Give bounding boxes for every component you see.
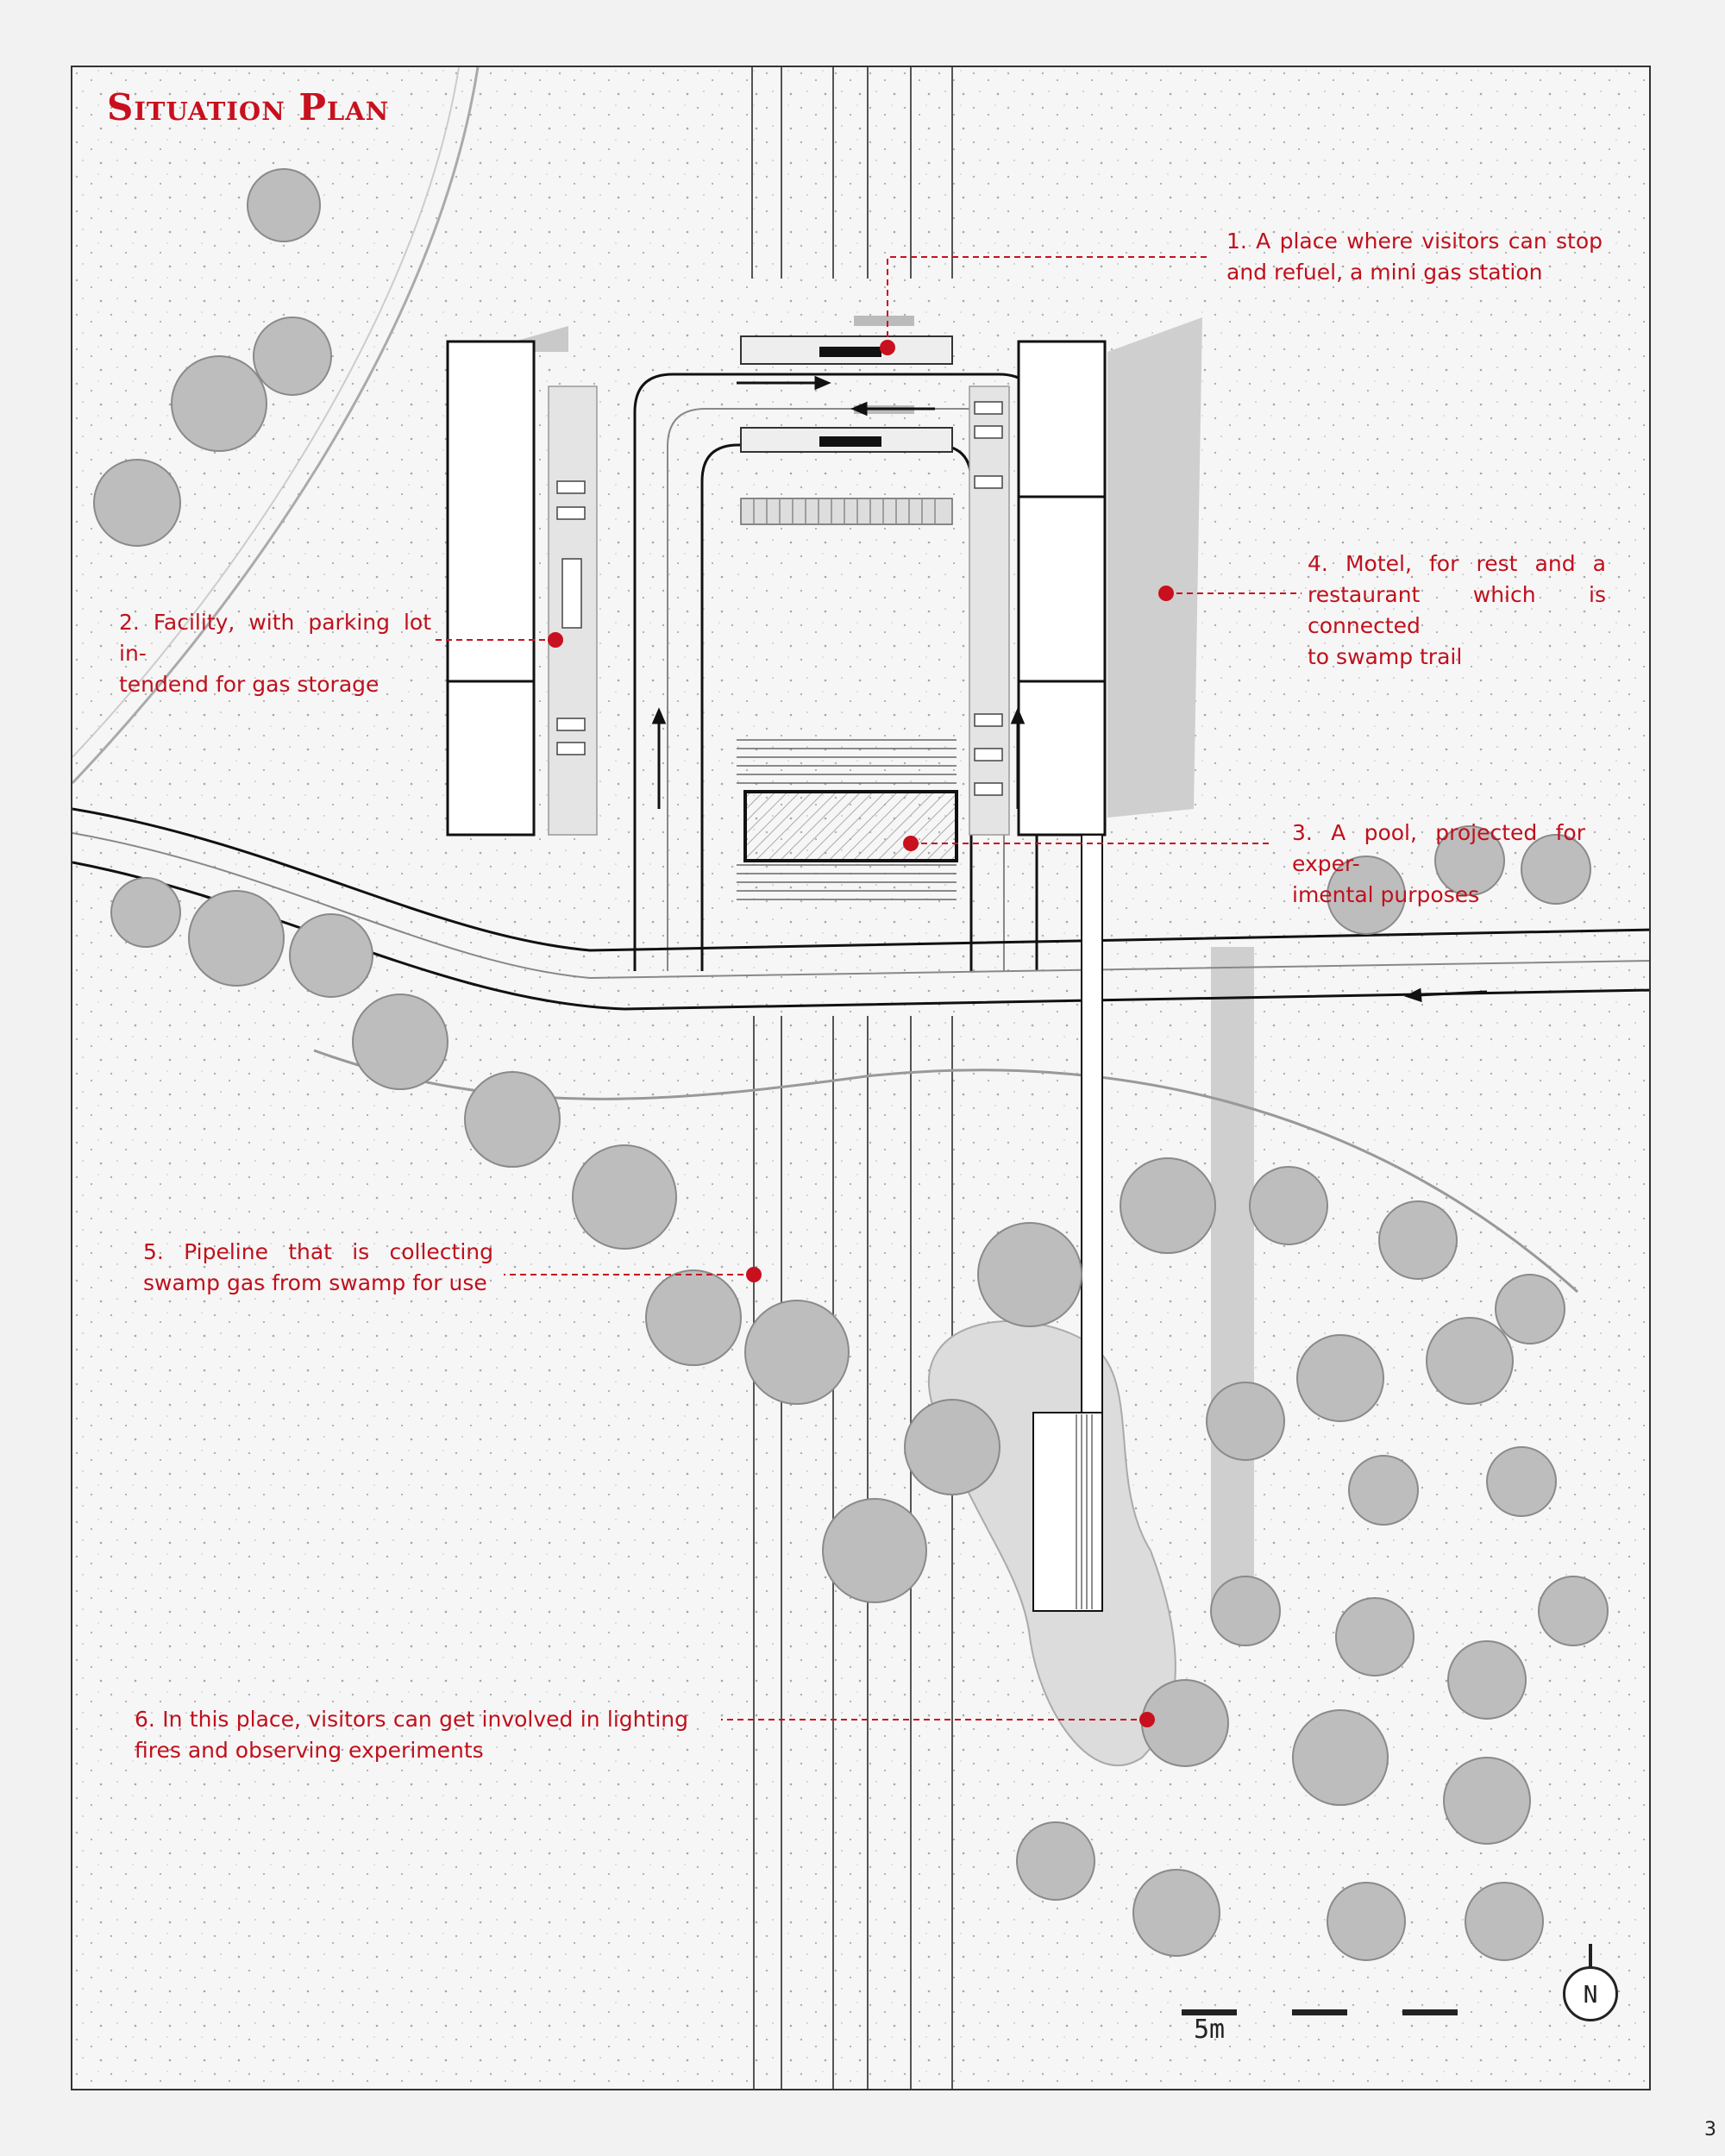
main-road-centerline (72, 832, 1649, 980)
annotation-3: 3. A pool, projected for exper- imental … (1292, 820, 1585, 907)
page-number: 3 (1704, 2119, 1716, 2140)
east-parking-cars (974, 401, 1003, 796)
scale-label: 5m (1194, 2015, 1226, 2045)
pump-bar-top (819, 347, 881, 357)
annotation-1: 1. A place where visitors can stop and r… (1226, 229, 1603, 285)
experimental-pool (743, 790, 958, 862)
motel-building (1017, 340, 1107, 837)
building-shadow-east (1107, 317, 1202, 818)
pool-steps (737, 739, 957, 900)
scale-bar (1182, 2009, 1458, 2015)
observation-platform (1032, 1412, 1103, 1612)
annotation-6: 6. In this place, visitors can get invol… (135, 1707, 688, 1763)
page-title: Situation Plan (107, 86, 390, 128)
annotation-leaders (435, 256, 1302, 1720)
east-parking-lot (969, 385, 1010, 836)
striped-bench (740, 498, 953, 525)
west-parking-cars (556, 480, 586, 755)
north-pipeline-lines (751, 67, 953, 279)
north-arrow-icon: N (1563, 1966, 1618, 2021)
pump-bar-inner (819, 436, 881, 447)
annotation-2: 2. Facility, with parking lot in- tenden… (119, 610, 431, 697)
drawing-sheet: Situation Plan 1. A place where visitors… (71, 66, 1651, 2090)
curved-path (72, 67, 480, 785)
annotation-4: 4. Motel, for rest and a restaurant whic… (1308, 551, 1606, 669)
site-plan-drawing (72, 67, 1649, 2089)
annotation-dots (548, 340, 1174, 1727)
facility-building (446, 340, 536, 837)
pipeline-shadow (1211, 947, 1254, 1602)
boardwalk (1081, 834, 1103, 1508)
north-arrow-tick (1589, 1944, 1592, 1971)
annotation-5: 5. Pipeline that is collecting swamp gas… (143, 1239, 493, 1295)
main-road-north-edge (72, 807, 1649, 952)
trees (93, 168, 1609, 1961)
inner-canopy (740, 427, 953, 453)
